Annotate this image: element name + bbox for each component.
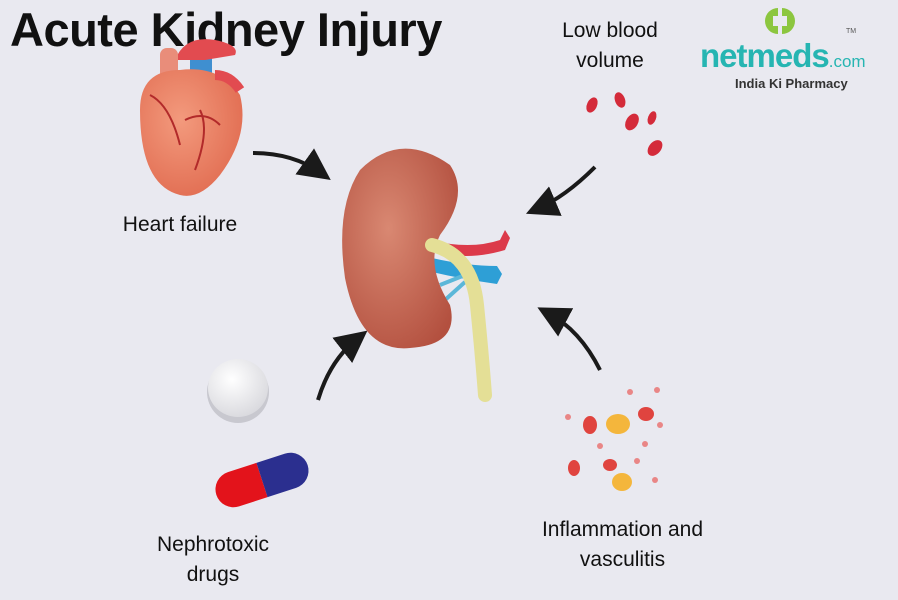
- logo-trademark: TM: [846, 28, 857, 35]
- label-line: drugs: [186, 563, 240, 586]
- arrow-heart-to-kidney: [252, 148, 331, 180]
- pill-tablet-icon: [207, 359, 269, 423]
- logo-tagline: India Ki Pharmacy: [735, 76, 848, 91]
- label-line: Nephrotoxic: [156, 533, 270, 556]
- arrow-drugs-to-kidney: [316, 330, 368, 401]
- label-nephrotoxic-drugs: Nephrotoxic drugs: [128, 530, 298, 590]
- label-line: vasculitis: [579, 548, 666, 571]
- label-heart-failure: Heart failure: [122, 213, 238, 236]
- label-line: Inflammation and: [541, 518, 704, 541]
- logo-suffix: .com: [828, 52, 866, 71]
- label-low-blood-volume: Low blood volume: [540, 16, 680, 76]
- heart-icon: [140, 39, 245, 196]
- blood-drops-icon: [586, 92, 663, 156]
- label-inflammation-vasculitis: Inflammation and vasculitis: [510, 515, 735, 575]
- label-line: Low blood: [562, 19, 658, 42]
- netmeds-logo: netmeds.com: [700, 38, 866, 80]
- pill-capsule-icon: [215, 452, 309, 508]
- kidney-icon: [342, 148, 510, 402]
- arrow-inflammation-to-kidney: [537, 307, 602, 371]
- netmeds-logo-icon: [765, 8, 795, 34]
- inflammation-cells-icon: [565, 387, 663, 491]
- label-line: volume: [576, 49, 644, 72]
- arrow-blood-to-kidney: [525, 165, 597, 216]
- logo-name: netmeds: [700, 37, 830, 74]
